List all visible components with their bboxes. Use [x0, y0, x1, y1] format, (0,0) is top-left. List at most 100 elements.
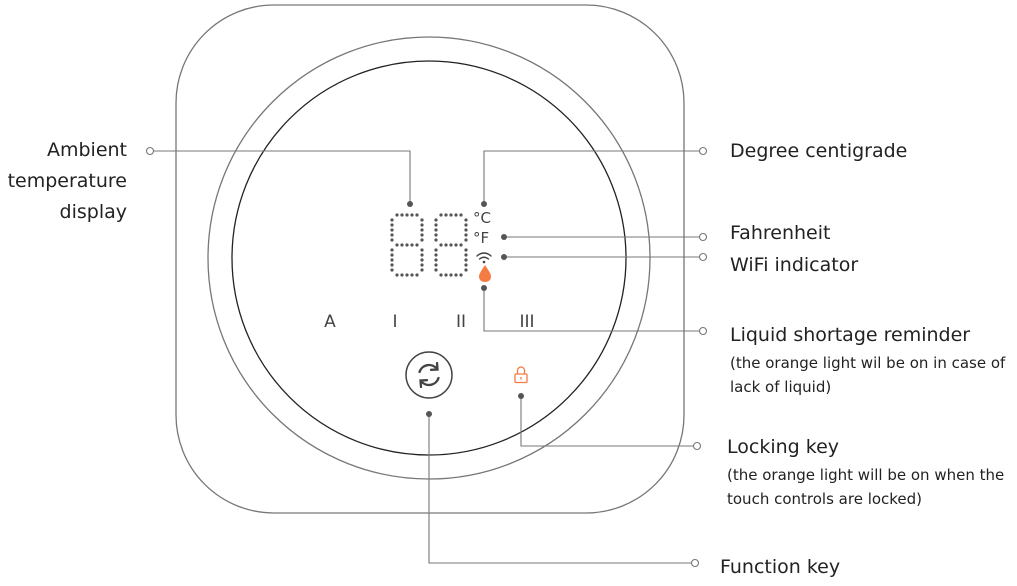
digit-1-dot: [405, 273, 409, 277]
digit-2-dot: [464, 253, 468, 257]
leader-dot-fahrenheit: [501, 234, 507, 240]
leader-end-ambient: [145, 146, 155, 156]
digit-1-dot: [390, 253, 394, 257]
label-function-key: Function key: [720, 556, 841, 578]
digit-1-dot: [390, 263, 394, 267]
leader-dot-function: [426, 411, 432, 417]
digit-2-dot: [464, 218, 468, 222]
digit-1-dot: [390, 248, 394, 252]
digit-1-dot: [415, 273, 419, 277]
digit-1-dot: [420, 238, 424, 242]
leader-end-function: [690, 558, 700, 568]
digit-1-dot: [395, 213, 399, 217]
digit-1-dot: [420, 218, 424, 222]
label-liquid-shortage-title: Liquid shortage reminder: [730, 324, 971, 346]
digit-2-dot: [464, 233, 468, 237]
digit-1-dot: [395, 273, 399, 277]
leader-end-liquid: [698, 326, 708, 336]
digit-2-dot: [444, 243, 448, 247]
digit-2-dot: [434, 228, 438, 232]
digit-2-dot: [434, 233, 438, 237]
refresh-icon: [418, 361, 440, 389]
leader-lines: [152, 150, 701, 564]
digit-2-dot: [464, 228, 468, 232]
digit-1-dot: [420, 258, 424, 262]
label-wifi-indicator: WiFi indicator: [730, 254, 859, 276]
leader-dot-liquid: [481, 285, 487, 291]
digit-2-dot: [464, 263, 468, 267]
digit-1-dot: [420, 263, 424, 267]
label-liquid-shortage-note: (the orange light wil be on in case of l…: [730, 354, 1006, 396]
digit-1-dot: [395, 243, 399, 247]
digit-1-dot: [400, 213, 404, 217]
digit-2-dot: [459, 273, 463, 277]
digit-2-dot: [464, 248, 468, 252]
leader-dot-ambient: [407, 201, 413, 207]
leader-dot-lock: [518, 393, 524, 399]
digit-2-dot: [459, 243, 463, 247]
digit-1-dot: [390, 268, 394, 272]
digit-1-dot: [400, 273, 404, 277]
digit-1-dot: [420, 228, 424, 232]
digit-2-dot: [459, 213, 463, 217]
celsius-unit-symbol: °C: [473, 209, 491, 227]
digit-1-dot: [420, 248, 424, 252]
digit-2-dot: [434, 263, 438, 267]
digit-2-dot: [454, 273, 458, 277]
device-inner-ring: [231, 60, 627, 456]
liquid-drop-icon: [479, 265, 491, 282]
digit-1-dot: [420, 233, 424, 237]
digit-2-dot: [449, 213, 453, 217]
mode-level-3[interactable]: III: [519, 312, 534, 332]
digit-2-dot: [464, 238, 468, 242]
label-ambient-temperature: Ambient temperature display: [0, 135, 127, 228]
leader-function: [428, 414, 693, 564]
leader-degree-centigrade: [483, 150, 701, 203]
leader-lock: [520, 396, 695, 447]
wifi-icon: [476, 252, 492, 264]
fahrenheit-unit-symbol: °F: [473, 229, 489, 247]
digit-2-dot: [464, 258, 468, 262]
label-locking-key-note: (the orange light will be on when the to…: [727, 466, 1005, 508]
digit-1-dot: [405, 243, 409, 247]
digit-2-dot: [439, 213, 443, 217]
mode-auto[interactable]: A: [324, 312, 336, 332]
label-ambient-line-3: display: [59, 201, 127, 223]
leader-end-fahrenheit: [698, 232, 708, 242]
digit-2-dot: [434, 248, 438, 252]
digit-1-dot: [390, 218, 394, 222]
digit-1-dot: [420, 268, 424, 272]
mode-level-1[interactable]: I: [392, 312, 397, 332]
digit-1-dot: [410, 273, 414, 277]
function-key-button[interactable]: [405, 351, 453, 399]
digit-2-dot: [434, 268, 438, 272]
label-degree-centigrade: Degree centigrade: [730, 140, 908, 162]
digit-2-dot: [449, 273, 453, 277]
digit-2-dot: [449, 243, 453, 247]
digit-1-dot: [405, 213, 409, 217]
digit-2-dot: [454, 213, 458, 217]
mode-level-2[interactable]: II: [456, 312, 466, 332]
lock-icon[interactable]: [514, 366, 528, 384]
digit-2-dot: [434, 223, 438, 227]
digit-2-dot: [439, 273, 443, 277]
label-ambient-line-2: temperature: [7, 170, 127, 192]
digit-2-dot: [439, 243, 443, 247]
digit-1-dot: [390, 258, 394, 262]
digit-2-dot: [444, 213, 448, 217]
leader-end-degree-centigrade: [698, 146, 708, 156]
digit-1-dot: [390, 233, 394, 237]
leader-end-lock: [692, 441, 702, 451]
label-fahrenheit: Fahrenheit: [730, 222, 831, 244]
digit-2-dot: [434, 238, 438, 242]
leader-ambient: [152, 150, 411, 203]
digit-1-dot: [410, 243, 414, 247]
digit-1-dot: [410, 213, 414, 217]
digit-1-dot: [390, 228, 394, 232]
label-ambient-line-1: Ambient: [46, 139, 127, 161]
digit-2-dot: [434, 258, 438, 262]
label-locking-key-title: Locking key: [727, 436, 840, 458]
digit-1-dot: [420, 223, 424, 227]
